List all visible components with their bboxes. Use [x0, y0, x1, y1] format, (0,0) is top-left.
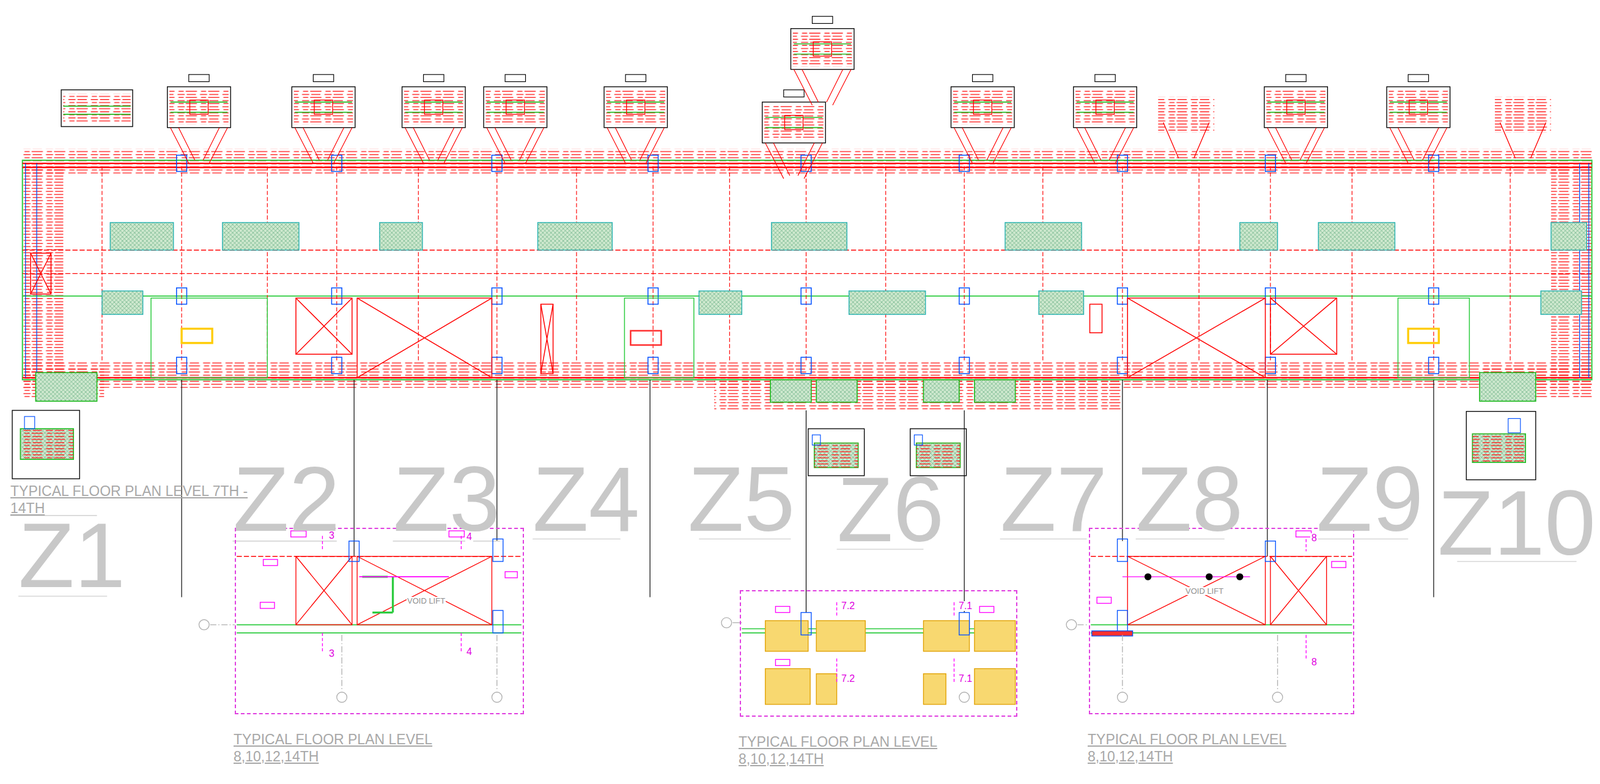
zone-label: Z6: [836, 463, 944, 556]
red-annotation-bands: [22, 149, 1593, 411]
section-mark: 7.2: [840, 600, 856, 611]
detail-frame: TYPICAL FLOOR PLAN LEVEL 8,10,12,14TH: [739, 589, 1018, 717]
zone-label: Z4: [532, 453, 640, 545]
section-mark: 4: [465, 531, 474, 542]
stairs-lifts: [30, 253, 1470, 378]
plan-caption: TYPICAL FLOOR PLAN LEVEL 8,10,12,14TH: [738, 733, 984, 768]
detail-3: [1066, 530, 1352, 702]
section-mark: 3: [327, 530, 336, 541]
zone-label: Z9: [1316, 453, 1424, 545]
void-label: VOID LIFT: [1184, 586, 1224, 595]
section-mark: 8: [1310, 533, 1319, 543]
void-label: VOID LIFT: [406, 596, 446, 605]
section-mark: 7.1: [957, 673, 974, 684]
detail-1: [198, 530, 521, 702]
detail-frame: TYPICAL FLOOR PLAN LEVEL 8,10,12,14TH: [234, 527, 524, 715]
detail-2: [721, 602, 1016, 705]
zone-label: Z2: [232, 453, 340, 545]
hatched-areas: [102, 222, 1587, 315]
section-mark: 8: [1310, 657, 1319, 668]
section-mark: 3: [327, 648, 336, 659]
section-mark: 7.2: [840, 673, 856, 684]
zone-label: Z7: [1000, 453, 1108, 545]
plan-caption: TYPICAL FLOOR PLAN LEVEL 8,10,12,14TH: [1087, 731, 1333, 765]
zone-label: Z10: [1437, 476, 1596, 569]
top-bays: [61, 16, 1552, 179]
leader-lines: [181, 379, 1434, 613]
walls: [22, 160, 1593, 380]
plan-caption: TYPICAL FLOOR PLAN LEVEL 8,10,12,14TH: [233, 731, 479, 765]
section-mark: 4: [465, 646, 474, 657]
detail-frame: TYPICAL FLOOR PLAN LEVEL 8,10,12,14TH: [1088, 527, 1355, 715]
zone-label: Z3: [393, 453, 501, 545]
section-mark: 7.1: [957, 600, 974, 611]
zone-label: Z5: [687, 453, 795, 545]
zone-label: Z8: [1135, 453, 1243, 545]
columns: [176, 155, 1440, 374]
zone-label: Z1: [18, 509, 126, 601]
